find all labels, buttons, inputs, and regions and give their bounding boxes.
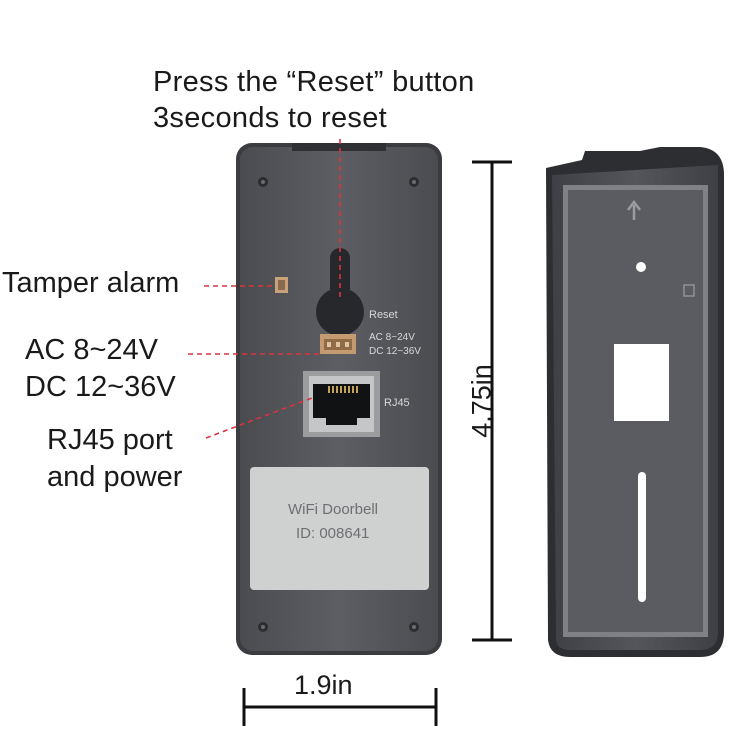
reset-keyhole-icon	[316, 248, 364, 336]
height-dimension-line	[472, 160, 512, 642]
dc-device-label: DC 12~36V	[369, 346, 421, 357]
reset-instruction-line2: 3seconds to reset	[153, 102, 388, 134]
rj45-callout-line2: and power	[47, 461, 183, 493]
width-dimension-line	[242, 688, 438, 726]
rj45-port-icon	[303, 371, 380, 437]
power-connector-icon	[320, 334, 356, 354]
rj45-callout-line1: RJ45 port	[47, 424, 173, 456]
reset-device-label: Reset	[369, 309, 398, 321]
sticker-device-name: WiFi Doorbell	[288, 501, 379, 518]
mounting-plate	[546, 147, 724, 657]
sticker-device-id: ID: 008641	[296, 525, 370, 542]
leader-lines	[188, 139, 341, 439]
height-dimension-label: 4.75in	[466, 364, 497, 438]
reset-instruction-line1: Press the “Reset” button	[153, 66, 475, 98]
reset-instruction: Press the “Reset” button 3seconds to res…	[153, 64, 475, 136]
power-ac-callout: AC 8~24V	[25, 334, 159, 366]
sticker-text: WiFi Doorbell ID: 008641	[250, 498, 429, 546]
screw-icon	[258, 177, 419, 632]
power-dc-callout: DC 12~36V	[25, 371, 176, 403]
id-sticker	[250, 467, 429, 590]
ac-device-label: AC 8~24V	[369, 332, 415, 343]
width-dimension-label: 1.9in	[294, 670, 353, 700]
tamper-alarm-callout: Tamper alarm	[2, 267, 180, 299]
tamper-switch-icon	[275, 277, 288, 293]
up-arrow-icon	[627, 199, 641, 220]
rj45-device-label: RJ45	[384, 397, 410, 409]
